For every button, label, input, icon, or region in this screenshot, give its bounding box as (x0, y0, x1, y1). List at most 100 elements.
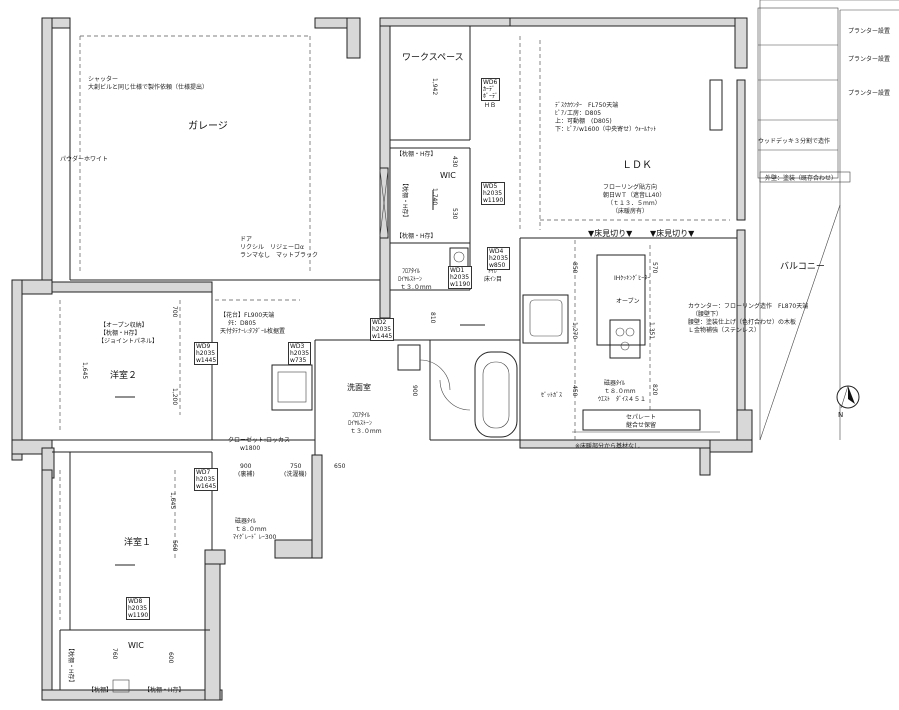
shelf-hook-label: 【枕棚・H存】 (100, 330, 141, 337)
separate-label: セパレート (626, 414, 657, 421)
hall-tile-1: 磁器ﾀｲﾙ (235, 518, 257, 525)
arrows (115, 190, 485, 566)
floor-step-1: ▼床見切り▼ (588, 229, 633, 238)
room-washroom: 洗面室 (347, 383, 371, 392)
hb-label: ＨＢ (484, 102, 497, 109)
dim-650: 650 (334, 463, 346, 470)
wash-floor-2: ﾛｲﾔﾙｽﾄｰﾝ (348, 420, 373, 427)
dim-850: 850 (571, 262, 578, 274)
hall-tile-2: ｔ８.０mm (235, 526, 267, 533)
wic-floor-1: ﾌﾛｱﾀｲﾙ (402, 268, 421, 275)
counter-note-2: （腰壁下） (692, 311, 723, 318)
counter-note-1: カウンター：フローリング造作 FL870天端 (688, 303, 809, 310)
dim-900-vertical: 900 (411, 385, 418, 397)
dim-900-note: (裏補) (238, 471, 255, 478)
floor-note-3: （ｔ１３．５mm） (607, 200, 661, 207)
dim-810: 810 (429, 312, 436, 324)
wood-deck-note: ウッドデッキ３分割で造作 (758, 138, 831, 145)
w1-wic-shelf-bottom-left: 【枕棚】 (88, 687, 113, 694)
dim-1645-a: 1,645 (81, 362, 88, 380)
dim-750-note: (洗濯機) (284, 471, 307, 478)
wic-floor-3: ｔ３.０mm (400, 284, 432, 291)
open-storage-label: 【オープン収納】 (100, 322, 148, 329)
dim-560: 560 (171, 540, 178, 552)
kitchen-tile-2: ｔ８.０mm (604, 388, 636, 395)
dim-1740: 1,740 (431, 188, 438, 206)
garage-wall-finish: パウダーホワイト (60, 156, 109, 163)
w1-wic-shelf-bottom-right: 【枕棚・H存】 (144, 687, 185, 694)
dim-820: 820 (651, 384, 658, 396)
separate-note: 継合せ保留 (626, 422, 657, 429)
toilet-note: 床ｲﾝ目 (484, 276, 503, 283)
room-ldk: ＬＤＫ (622, 160, 652, 171)
dim-530: 530 (451, 208, 458, 220)
desk-note-2: ﾋﾟｱﾉ工房：D805 (555, 110, 602, 117)
dim-450: 450 (571, 385, 578, 397)
floor-step-2: ▼床見切り▼ (650, 229, 695, 238)
wic-floor-2: ﾛｲﾔﾙｽﾄｰﾝ (398, 276, 423, 283)
oven-label: オーブン (616, 298, 640, 305)
counter-note-4: Ｌ金物補強（ステンレス） (688, 327, 761, 334)
toilet-label: ﾄｲﾚ (488, 268, 498, 275)
dim-570: 570 (651, 262, 658, 274)
dim-700: 700 (171, 306, 178, 318)
room-garage: ガレージ (188, 121, 228, 132)
joint-panel-label: 【ジョイントパネル】 (98, 338, 159, 345)
desk-note-3: 上：可動棚 (D805) (555, 118, 612, 125)
planter-note-1: プランター設置 (848, 28, 891, 35)
fixtures (112, 79, 723, 693)
planter-note-3: プランター設置 (848, 90, 891, 97)
wic-shelf-side: 【枕棚・H存】 (401, 180, 408, 221)
north-label: N (838, 411, 844, 419)
garage-door-spec: ランマなし マットブラック (240, 252, 319, 259)
planter-note-2: プランター設置 (848, 56, 891, 63)
room-balcony: バルコニー (780, 262, 825, 272)
interior-walls (52, 26, 737, 690)
room-workspace: ワークスペース (402, 53, 464, 63)
floor-note-4: （床暖房有） (612, 208, 649, 215)
dim-600: 600 (167, 652, 174, 664)
wic-shelf-top: 【枕棚・H存】 (396, 151, 437, 158)
garage-door-note: ドア (240, 236, 253, 243)
flower-stand-1: 【花台】FL900天端 (220, 312, 275, 319)
flower-stand-3: 天付ﾀﾃﾅｰﾚ:ﾀﾌﾀﾞｰﾙ枚据置 (220, 328, 286, 335)
exterior-walls (11, 17, 753, 701)
counter-note-3: 腰壁：塗装仕上げ（色打合わせ）の木板 (688, 319, 797, 326)
desk-note-1: ﾃﾞｽｸｶｳﾝﾀｰ FL750天端 (555, 102, 619, 109)
wic-shelf-bottom: 【枕棚・H存】 (396, 233, 437, 240)
exterior-wall-note: 外壁：塗装（既存合わせ） (765, 175, 838, 182)
floor-heating-note: ※床暖部分から基材なし (575, 443, 641, 450)
garage-shutter-note: シャッター (88, 76, 119, 83)
closet-label: クローゼット:ロッカス (228, 437, 291, 444)
dim-1351: 1,351 (648, 322, 655, 340)
garage-door-model: リクシル リジェーロα (240, 244, 304, 251)
room-wic-bottom: WIC (128, 641, 144, 650)
dim-1645-b: 1,645 (169, 492, 176, 510)
wash-floor-1: ﾌﾛｱﾀｲﾙ (352, 412, 371, 419)
desk-note-4: 下：ﾋﾟｱﾉw1600（中央寄せ）ｳｫｰﾙﾅｯﾄ (555, 126, 657, 133)
dim-430: 430 (451, 156, 458, 168)
floor-note-1: フローリング貼方向 (603, 184, 658, 191)
room-wic-center: WIC (440, 171, 456, 180)
kitchen-tile-3: ｳｴｽﾄ ﾀﾞｲｽ４５１ (598, 396, 647, 403)
kitchen-tile-1: 磁器ﾀｲﾙ (604, 380, 626, 387)
dim-1270: 1,270 (571, 322, 578, 340)
dim-1200: 1,200 (171, 388, 178, 406)
dim-1942: 1,942 (431, 78, 438, 96)
dim-760: 760 (111, 648, 118, 660)
wash-floor-3: ｔ３.０mm (350, 428, 382, 435)
north-arrow (836, 385, 860, 409)
w1-wic-shelf-left: 【枕棚・H存】 (67, 645, 74, 686)
dashed-guidelines (59, 35, 730, 620)
hall-tile-3: ﾏｲｸﾞﾚｰﾄﾞ ﾚｰ300 (233, 534, 277, 541)
room-western-2: 洋室２ (110, 371, 138, 381)
